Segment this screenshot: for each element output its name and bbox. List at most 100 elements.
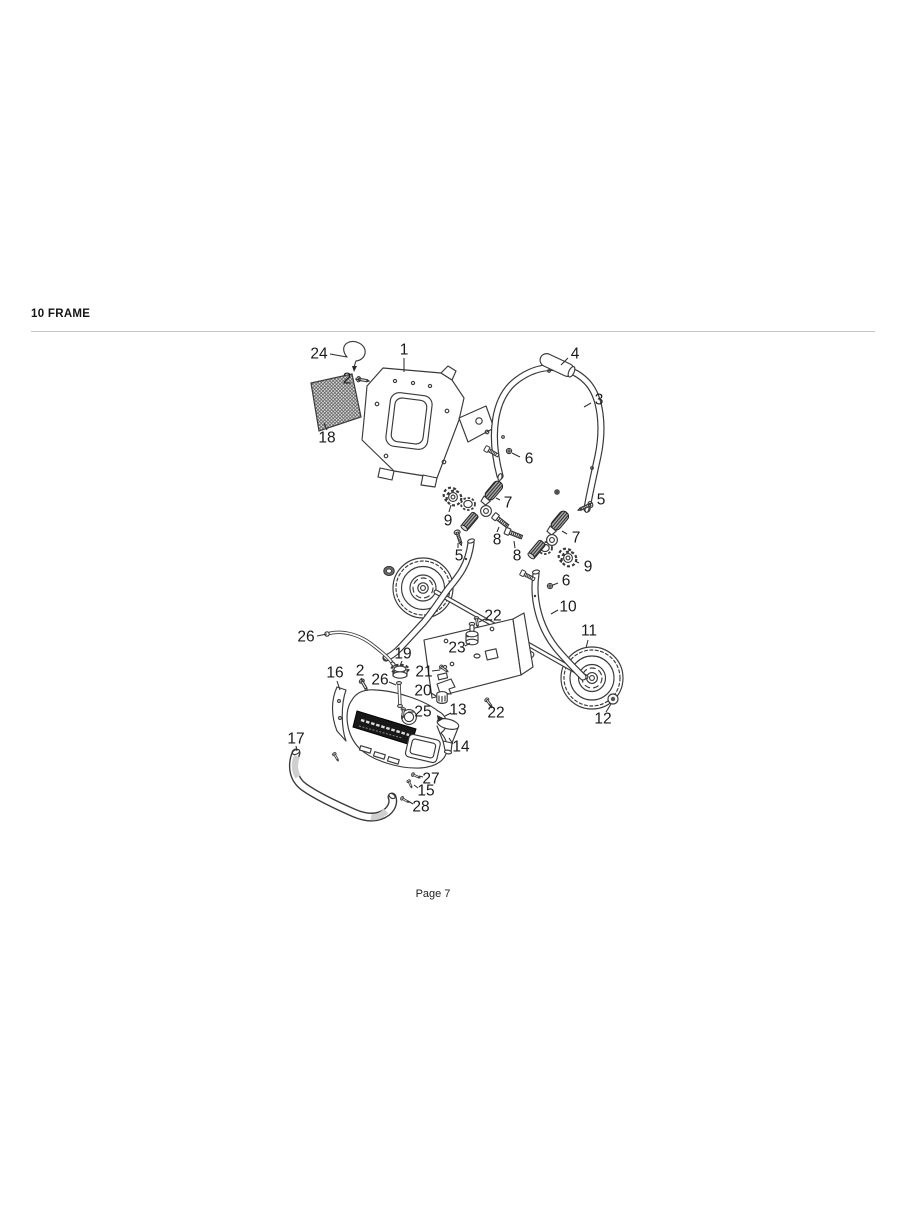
handle-grip-part xyxy=(539,353,576,378)
screw-part xyxy=(453,529,463,546)
callout-leader-3 xyxy=(583,402,592,408)
fuel-tank-part xyxy=(346,689,448,769)
callout-7: 7 xyxy=(572,530,581,547)
callout-9: 9 xyxy=(584,559,593,576)
callout-26: 26 xyxy=(297,629,314,646)
callout-leader-19 xyxy=(399,660,403,667)
flanged-nut-part xyxy=(436,691,448,704)
tank-bracket-part xyxy=(331,686,347,742)
lock-lever-left-part xyxy=(460,480,504,532)
knob-right-part xyxy=(557,547,578,568)
callout-leader-4 xyxy=(560,357,569,366)
foot-tube-part xyxy=(288,748,398,822)
callout-3: 3 xyxy=(595,392,604,409)
callout-24: 24 xyxy=(310,346,328,363)
callout-25: 25 xyxy=(414,704,431,721)
callout-leader-24 xyxy=(329,353,348,358)
callout-leader-7 xyxy=(561,530,568,535)
callout-2: 2 xyxy=(356,663,365,680)
callout-2: 2 xyxy=(343,371,352,388)
callout-leader-15 xyxy=(413,784,419,789)
nut-part xyxy=(554,489,560,495)
bolt-part xyxy=(483,445,500,458)
callout-20: 20 xyxy=(414,683,432,700)
section-title: 10 FRAME xyxy=(31,308,91,320)
callout-19: 19 xyxy=(394,646,411,663)
callout-leader-12 xyxy=(605,703,612,713)
callout-leader-11 xyxy=(585,639,589,649)
callout-leader-23 xyxy=(464,642,471,647)
callout-leader-18 xyxy=(323,422,328,431)
callout-5: 5 xyxy=(455,548,464,565)
callout-17: 17 xyxy=(287,731,304,748)
callout-leader-6 xyxy=(511,452,521,458)
screw-part xyxy=(358,678,368,692)
callout-leader-28 xyxy=(407,800,414,805)
callout-leader-10 xyxy=(550,609,559,615)
knob-left-part xyxy=(442,486,463,507)
fuel-line-part xyxy=(396,681,403,708)
callout-10: 10 xyxy=(559,599,577,616)
callout-leader-2 xyxy=(360,677,364,683)
callout-13: 13 xyxy=(449,702,466,719)
callout-6: 6 xyxy=(562,573,571,590)
fuel-cap-part xyxy=(390,663,410,679)
callout-14: 14 xyxy=(452,739,470,756)
left-hubcap-part xyxy=(383,565,395,577)
engine-plate-part xyxy=(423,612,534,699)
callout-23: 23 xyxy=(448,640,465,657)
wire-retainer-part xyxy=(343,340,366,372)
grille-part xyxy=(310,373,362,432)
callout-8: 8 xyxy=(513,548,522,565)
callout-7: 7 xyxy=(504,495,513,512)
callout-leader-6 xyxy=(552,582,559,586)
callout-15: 15 xyxy=(417,783,434,800)
screw-part xyxy=(473,616,480,628)
nut-part xyxy=(546,582,554,590)
screw-part xyxy=(438,664,449,673)
bolt-part xyxy=(519,569,536,582)
callout-leader-7 xyxy=(495,497,501,501)
callout-leader-9 xyxy=(574,560,580,564)
callout-9: 9 xyxy=(444,513,453,530)
callout-leader-13 xyxy=(444,712,452,717)
callout-leader-20 xyxy=(430,692,437,697)
callout-leader-14 xyxy=(448,737,454,745)
screw-part xyxy=(400,707,407,719)
callout-21: 21 xyxy=(415,664,432,681)
handle-part xyxy=(490,363,605,513)
callout-11: 11 xyxy=(581,623,597,640)
callout-12: 12 xyxy=(594,711,611,728)
callout-leader-21 xyxy=(431,669,441,672)
callout-leader-26 xyxy=(316,633,328,637)
callout-28: 28 xyxy=(412,799,429,816)
callout-16: 16 xyxy=(326,665,343,682)
callout-leader-16 xyxy=(336,680,341,691)
callout-leader-8 xyxy=(496,526,500,533)
callout-leader-22 xyxy=(488,703,493,709)
callout-18: 18 xyxy=(318,430,335,447)
callout-6: 6 xyxy=(525,451,534,468)
callout-22: 22 xyxy=(484,608,501,625)
bolt-part xyxy=(503,527,524,540)
clip-part xyxy=(437,715,444,722)
fasteners xyxy=(332,376,594,803)
bolt-part xyxy=(491,512,510,529)
callout-26: 26 xyxy=(371,672,388,689)
screw-part xyxy=(332,752,339,762)
callout-27: 27 xyxy=(422,771,439,788)
control-panel-part xyxy=(361,365,495,488)
callout-1: 1 xyxy=(400,342,409,359)
callout-22: 22 xyxy=(487,705,504,722)
header-divider xyxy=(31,331,875,332)
screw-part xyxy=(406,779,413,789)
callout-leader-27 xyxy=(418,775,424,778)
callout-leader-5 xyxy=(587,502,593,506)
callout-leader-9 xyxy=(448,504,452,513)
callout-leader-2 xyxy=(354,378,362,381)
callout-8: 8 xyxy=(493,532,502,549)
page-number: Page 7 xyxy=(415,888,451,900)
